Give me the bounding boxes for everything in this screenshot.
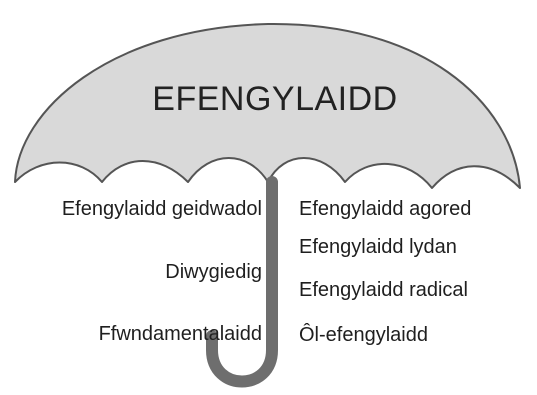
left-label-fundamentalist: Ffwndamentalaidd	[99, 323, 262, 345]
umbrella-handle	[206, 176, 278, 388]
right-label-open: Efengylaidd agored	[299, 198, 471, 220]
right-label-radical: Efengylaidd radical	[299, 279, 468, 301]
right-label-broad: Efengylaidd lydan	[299, 236, 457, 258]
left-label-reformed: Diwygiedig	[165, 261, 262, 283]
umbrella-canopy	[14, 22, 521, 189]
left-label-conservative: Efengylaidd geidwadol	[62, 198, 262, 220]
umbrella-title: EFENGYLAIDD	[152, 80, 397, 118]
right-label-post: Ôl-efengylaidd	[299, 323, 428, 346]
